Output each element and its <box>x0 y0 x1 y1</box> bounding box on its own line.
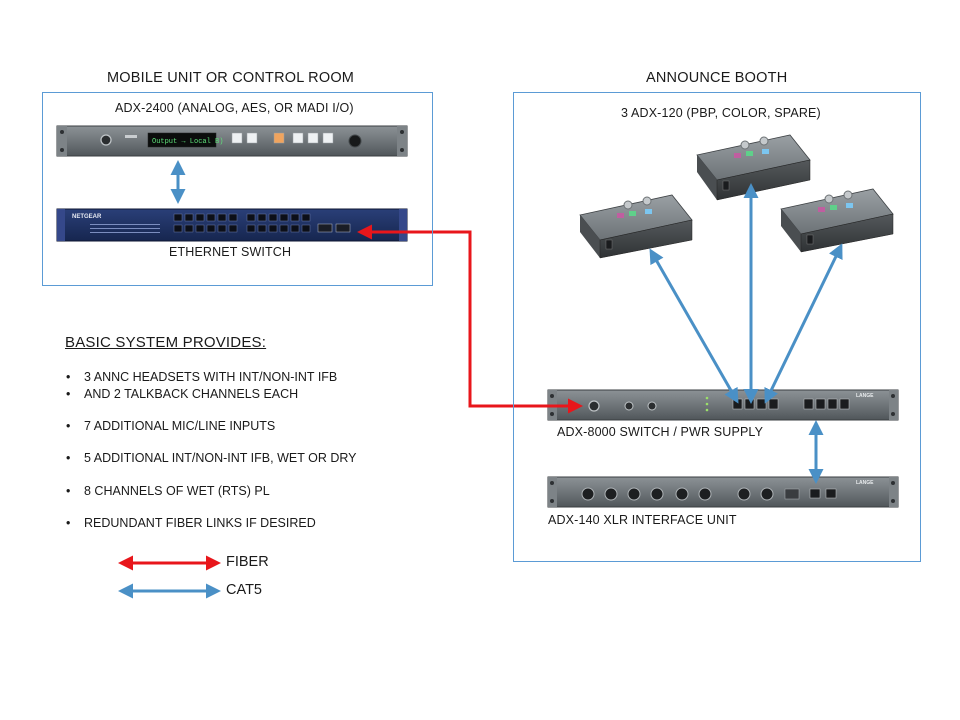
adx120-unit-right <box>780 188 894 253</box>
lange-logo: LANGE <box>856 393 874 399</box>
adx2400-label: ADX-2400 (ANALOG, AES, OR MADI I/O) <box>115 101 354 115</box>
announce-booth-frame <box>513 92 921 562</box>
adx120-label: 3 ADX-120 (PBP, COLOR, SPARE) <box>621 106 821 120</box>
mobile-unit-frame <box>42 92 433 286</box>
adx2400-display: Output → Local B) <box>152 138 223 146</box>
legend-cat5-label: CAT5 <box>226 582 262 598</box>
adx8000-label: ADX-8000 SWITCH / PWR SUPPLY <box>557 425 764 439</box>
adx120-unit-center <box>696 134 811 201</box>
basic-system-heading: BASIC SYSTEM PROVIDES: <box>65 334 267 351</box>
cat5-link-adx120-right <box>764 243 843 404</box>
adx2400-device: Output → Local B) <box>56 125 408 157</box>
adx140-label: ADX-140 XLR INTERFACE UNIT <box>548 513 737 527</box>
adx120-unit-left <box>579 194 693 259</box>
ethernet-switch-device: NETGEAR <box>56 208 408 242</box>
ethernet-switch-label: ETHERNET SWITCH <box>169 245 292 259</box>
mobile-unit-title: MOBILE UNIT OR CONTROL ROOM <box>107 70 355 86</box>
lange-logo-adx140: LANGE <box>856 480 874 486</box>
adx140-device: LANGE <box>547 476 899 508</box>
legend-fiber-label: FIBER <box>226 554 269 570</box>
announce-booth-title: ANNOUNCE BOOTH <box>646 70 788 86</box>
fiber-link <box>357 224 583 414</box>
cat5-link-adx120-left <box>649 248 739 404</box>
netgear-logo: NETGEAR <box>72 214 102 220</box>
